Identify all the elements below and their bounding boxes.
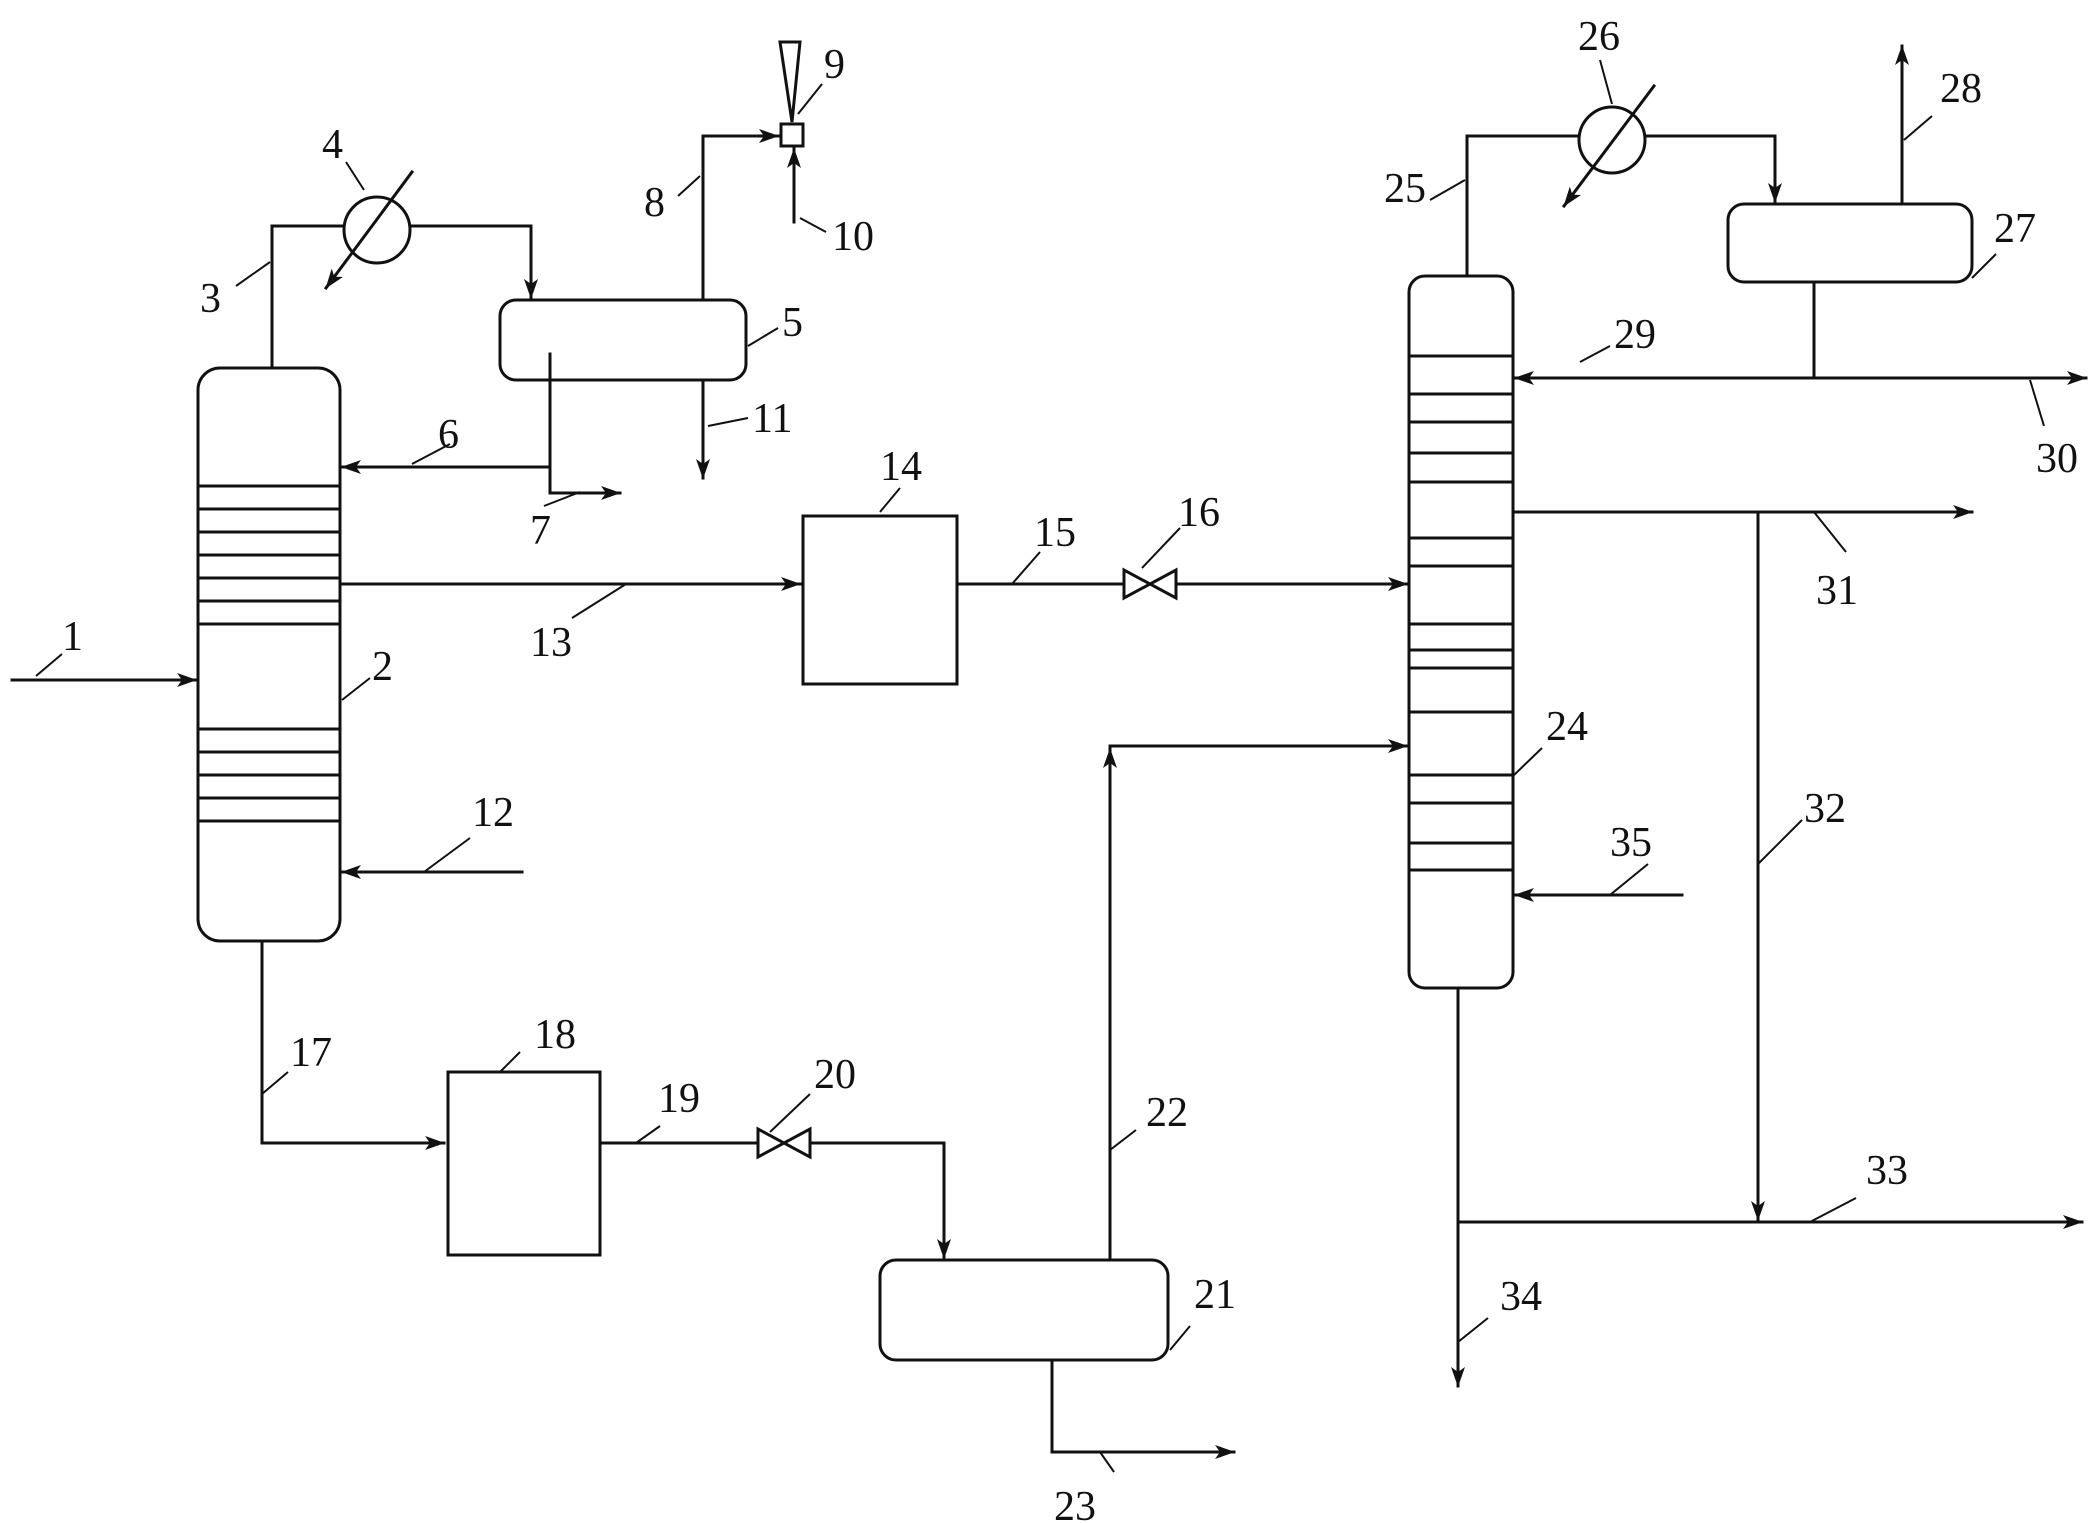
drum-5 xyxy=(500,300,746,380)
label-4: 4 xyxy=(322,122,343,168)
label-11: 11 xyxy=(752,396,792,442)
label-21: 21 xyxy=(1194,1272,1236,1318)
stream-19-to-drum xyxy=(812,1143,944,1258)
condenser-26-outlet xyxy=(1645,136,1775,202)
stream-23 xyxy=(1052,1362,1234,1452)
label-3: 3 xyxy=(200,276,221,322)
label-12: 12 xyxy=(472,790,514,836)
stream-25 xyxy=(1467,136,1579,274)
label-31: 31 xyxy=(1816,568,1858,614)
label-6: 6 xyxy=(438,412,459,458)
label-8: 8 xyxy=(644,180,665,226)
label-35: 35 xyxy=(1610,820,1652,866)
ejector-9 xyxy=(780,42,803,146)
unit-18 xyxy=(448,1072,600,1255)
drum-21 xyxy=(880,1260,1168,1360)
label-16: 16 xyxy=(1178,490,1220,536)
valve-20 xyxy=(758,1129,810,1157)
label-19: 19 xyxy=(658,1076,700,1122)
label-17: 17 xyxy=(290,1030,332,1076)
column-2 xyxy=(198,368,340,941)
unit-14 xyxy=(803,516,957,684)
label-18: 18 xyxy=(534,1012,576,1058)
label-15: 15 xyxy=(1034,510,1076,556)
label-5: 5 xyxy=(782,300,803,346)
condenser-4 xyxy=(326,172,412,288)
drum-27 xyxy=(1728,204,1972,282)
label-2: 2 xyxy=(372,644,393,690)
label-22: 22 xyxy=(1146,1090,1188,1136)
label-24: 24 xyxy=(1546,704,1588,750)
label-28: 28 xyxy=(1940,66,1982,112)
label-9: 9 xyxy=(824,42,845,88)
stream-3 xyxy=(272,226,344,366)
label-33: 33 xyxy=(1866,1148,1908,1194)
label-20: 20 xyxy=(814,1052,856,1098)
label-32: 32 xyxy=(1804,786,1846,832)
condenser-26 xyxy=(1564,86,1654,206)
label-14: 14 xyxy=(880,444,922,490)
stream-8 xyxy=(703,136,778,298)
label-34: 34 xyxy=(1500,1274,1542,1320)
label-29: 29 xyxy=(1614,312,1656,358)
valve-16 xyxy=(1124,570,1176,598)
condenser-outlet xyxy=(410,226,531,298)
label-10: 10 xyxy=(832,214,874,260)
label-1: 1 xyxy=(62,614,83,660)
label-7: 7 xyxy=(530,508,551,554)
label-26: 26 xyxy=(1578,14,1620,60)
label-25: 25 xyxy=(1384,166,1426,212)
column-24 xyxy=(1409,276,1513,988)
label-30: 30 xyxy=(2036,436,2078,482)
label-27: 27 xyxy=(1994,206,2036,252)
label-13: 13 xyxy=(530,620,572,666)
label-23: 23 xyxy=(1054,1484,1096,1523)
